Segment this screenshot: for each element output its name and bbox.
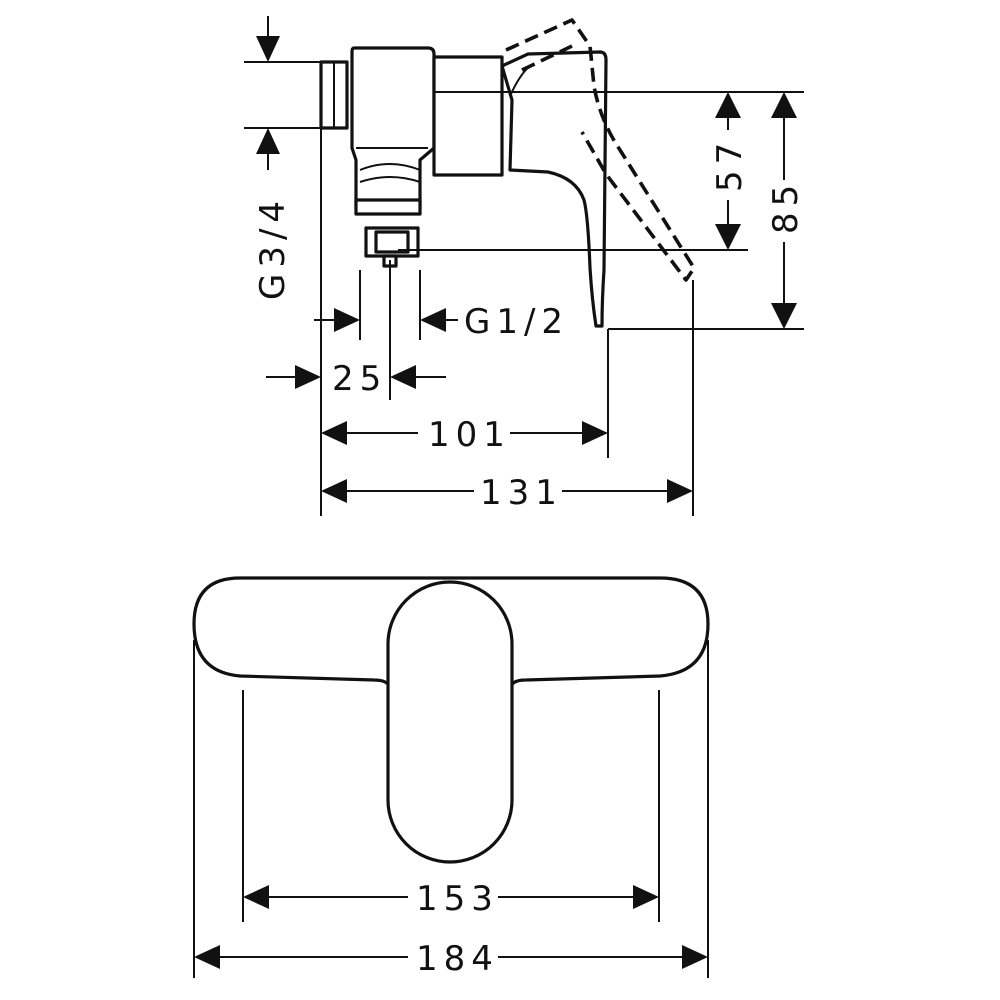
side-view: G3/4 G1/2 25 101 xyxy=(244,16,806,516)
front-view: 153 184 xyxy=(192,576,710,979)
lever-closed xyxy=(500,50,608,328)
dimension-85: 85 xyxy=(766,92,806,329)
dimension-57: 57 xyxy=(710,92,750,250)
dimension-101: 101 xyxy=(321,415,608,455)
dimension-184: 184 xyxy=(194,939,708,979)
label-g3-4: G3/4 xyxy=(253,195,293,300)
dimension-131: 131 xyxy=(321,473,693,513)
mixer-housing xyxy=(432,55,504,177)
label-101: 101 xyxy=(428,415,511,455)
label-g1-2: G1/2 xyxy=(464,302,569,342)
lever-handle xyxy=(386,580,514,864)
label-57: 57 xyxy=(710,137,750,192)
dimension-g1-2: G1/2 xyxy=(314,302,569,342)
valve-body xyxy=(350,46,436,268)
label-25: 25 xyxy=(332,359,387,399)
label-85: 85 xyxy=(766,179,806,234)
label-184: 184 xyxy=(416,939,499,979)
dimension-25: 25 xyxy=(266,359,446,399)
dimension-g3-4: G3/4 xyxy=(253,16,293,300)
label-153: 153 xyxy=(416,879,499,919)
label-131: 131 xyxy=(480,473,563,513)
dimension-153: 153 xyxy=(243,879,659,919)
